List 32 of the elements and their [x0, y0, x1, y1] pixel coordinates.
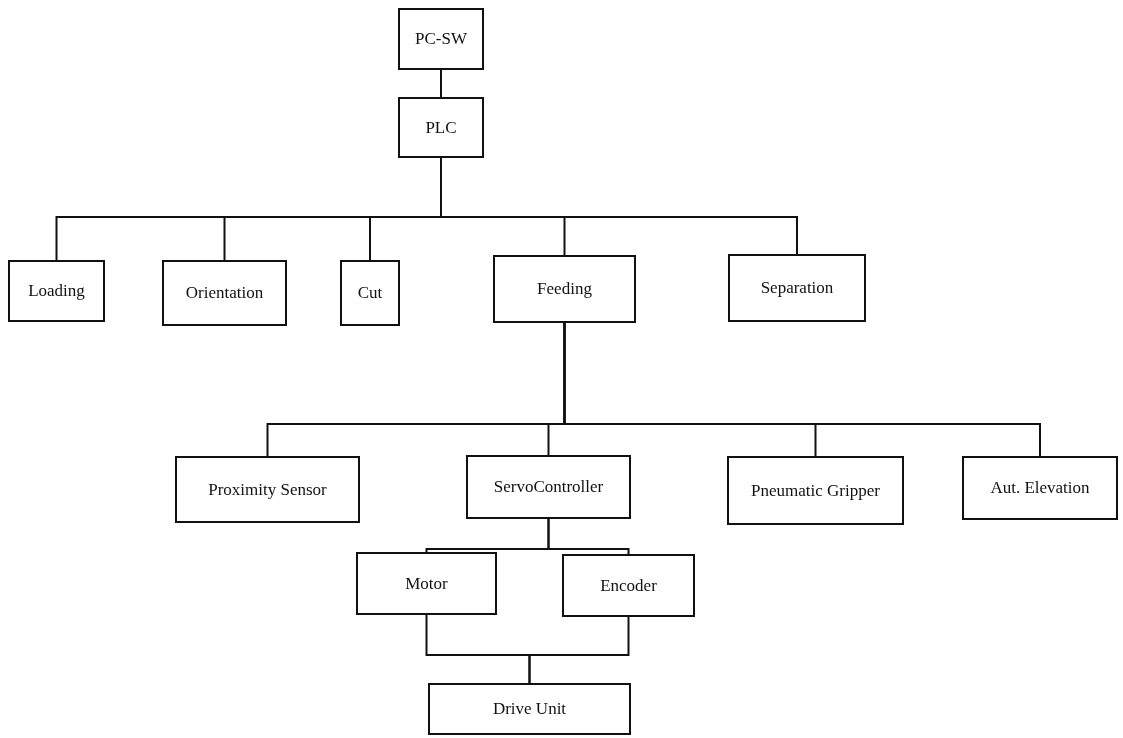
process-box	[175, 456, 360, 523]
box-label: Cut	[357, 283, 383, 303]
box-label: Loading	[28, 281, 85, 301]
process-box	[466, 455, 631, 519]
process-box	[493, 255, 636, 323]
process-box	[962, 456, 1118, 520]
connector-line	[440, 69, 442, 98]
process-box	[727, 456, 904, 525]
box-label: Orientation	[185, 283, 264, 303]
process-box	[428, 683, 631, 735]
box-label: Motor	[405, 573, 448, 594]
connector-line	[563, 322, 1041, 457]
box-label: PC-SW	[415, 29, 467, 49]
box-label: Pneumatic Gripper	[751, 480, 880, 501]
process-box	[562, 554, 695, 617]
box-label: PLC	[425, 117, 457, 138]
box-label: ServoController	[493, 477, 604, 497]
process-box	[356, 552, 497, 615]
box-label: Separation	[760, 278, 834, 298]
connector-line	[547, 518, 630, 555]
process-box	[340, 260, 400, 326]
process-box	[398, 8, 484, 70]
process-box	[398, 97, 484, 158]
box-label: Proximity Sensor	[208, 479, 327, 500]
box-label: Aut. Elevation	[990, 478, 1090, 498]
process-box	[728, 254, 866, 322]
process-box	[162, 260, 287, 326]
process-box	[8, 260, 105, 322]
box-label: Feeding	[537, 279, 592, 299]
connector-line	[528, 616, 630, 684]
box-label: Encoder	[600, 575, 657, 596]
box-label: Drive Unit	[492, 699, 567, 719]
